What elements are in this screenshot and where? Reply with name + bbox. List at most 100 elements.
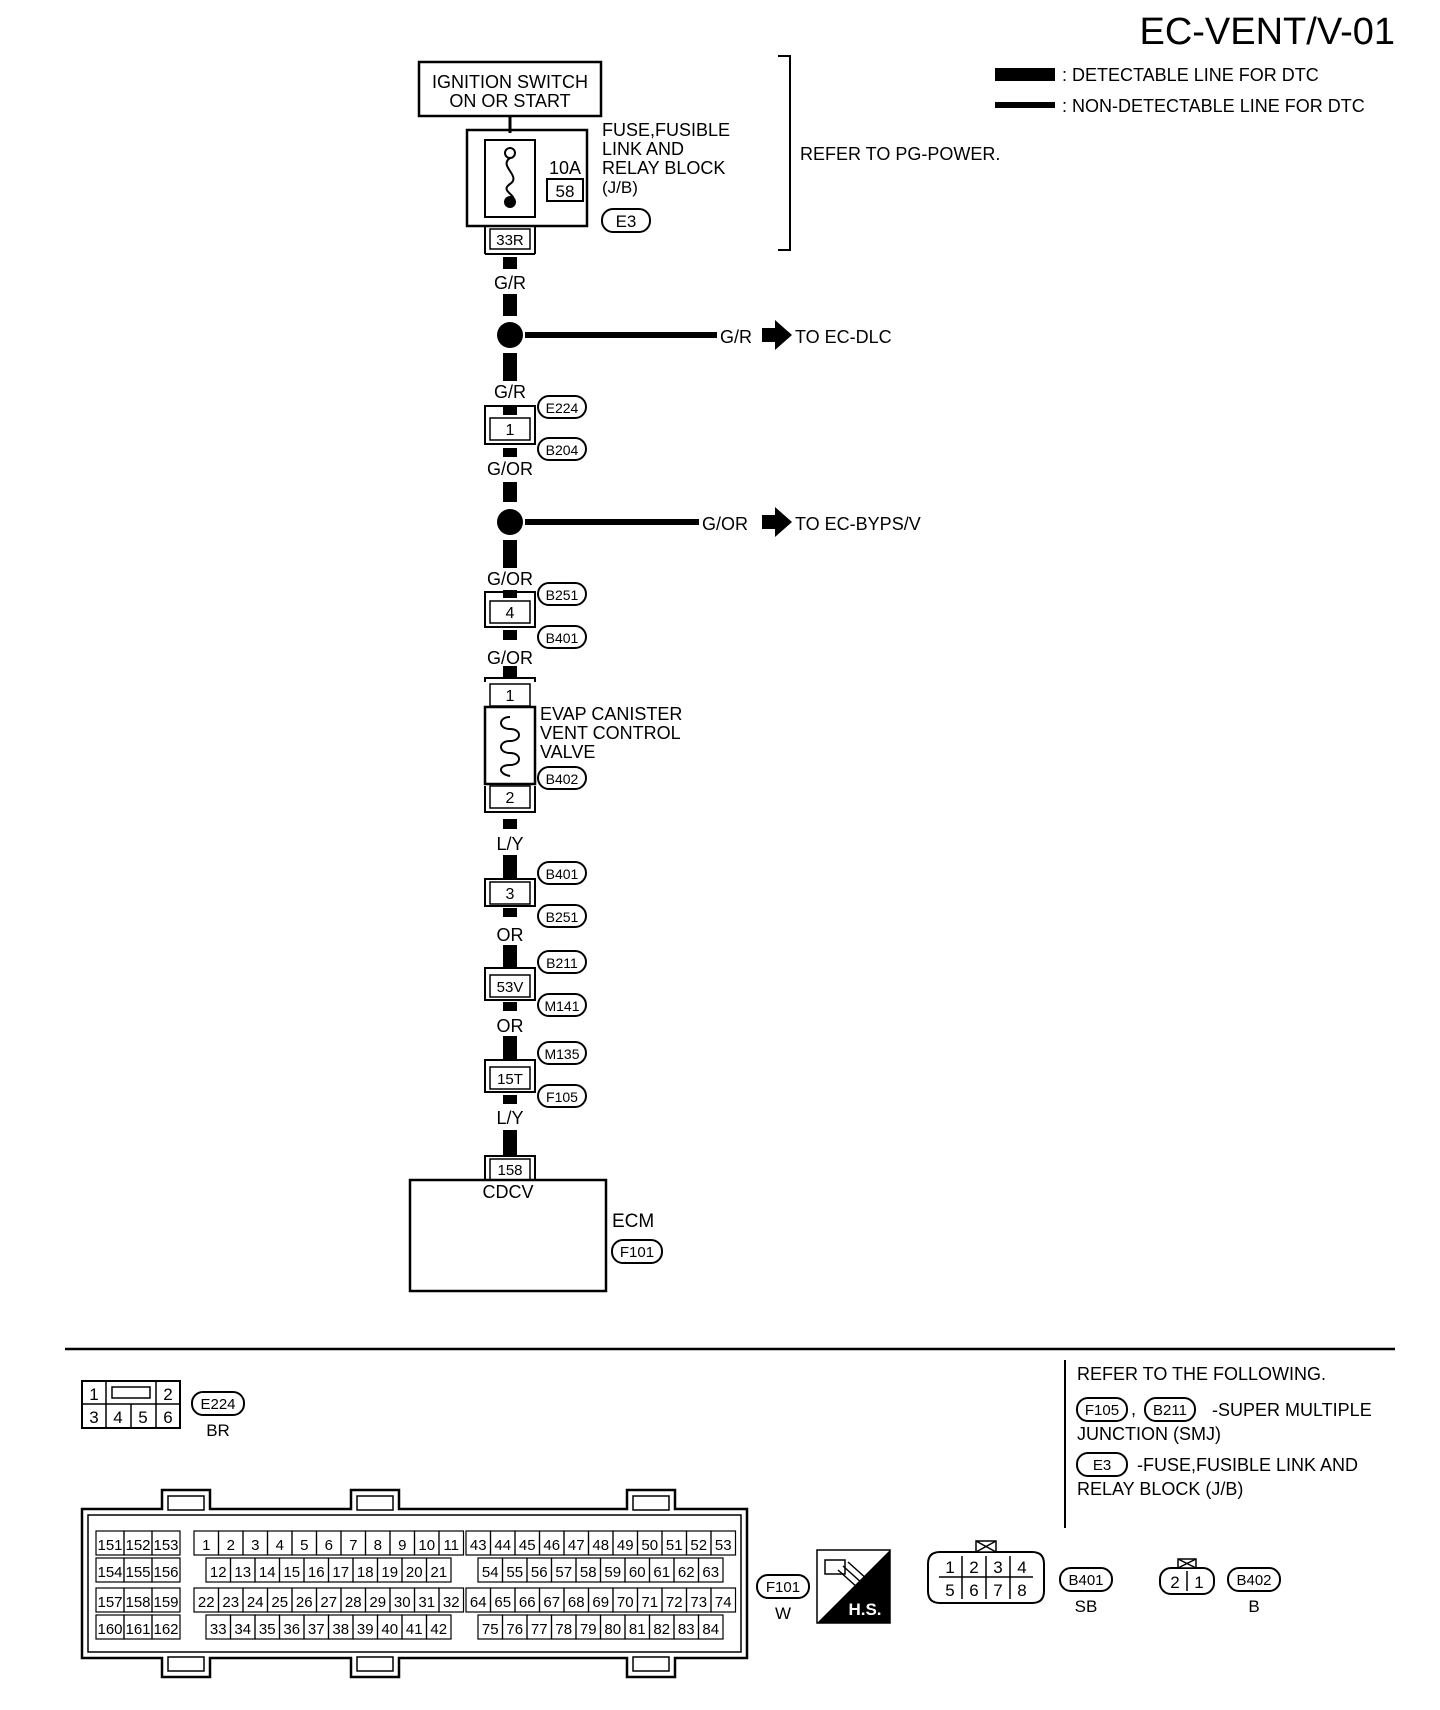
connector-tag-label: M135 — [544, 1046, 579, 1062]
pin-cell — [710, 1530, 737, 1556]
e224-pin: 6 — [163, 1408, 172, 1427]
inline-connector-pin: 1 — [506, 422, 515, 439]
refer-separator: , — [1131, 1399, 1136, 1419]
ecm-pin: 158 — [497, 1162, 522, 1179]
valve-pin-bottom: 2 — [506, 790, 515, 807]
pin-label: 16 — [308, 1564, 325, 1581]
pin-label: 14 — [259, 1564, 276, 1581]
wire-label-7: G/OR — [487, 648, 533, 668]
pin-label: 53 — [715, 1537, 732, 1554]
pin-label: 55 — [506, 1564, 523, 1581]
pin-cell — [697, 1557, 724, 1583]
pin-label: 84 — [702, 1621, 719, 1638]
pin-label: 24 — [247, 1594, 264, 1611]
valve-label-1: EVAP CANISTER — [540, 704, 682, 724]
splice-byps: G/OR TO EC-BYPS/V — [497, 507, 921, 537]
wire-label-4: G/OR — [487, 459, 533, 479]
wire-label-5: G/OR — [702, 514, 748, 534]
pin-label: 61 — [653, 1564, 670, 1581]
pin-label: 8 — [374, 1537, 382, 1554]
connector-tag-label: B204 — [546, 442, 579, 458]
pin-label: 36 — [283, 1621, 300, 1638]
b401-pin: 7 — [993, 1581, 1002, 1600]
pin-label: 160 — [97, 1621, 122, 1638]
pin-label: 74 — [715, 1594, 732, 1611]
connector-tag-label: F105 — [1085, 1402, 1119, 1419]
e224-pin: 3 — [89, 1408, 98, 1427]
splice-dlc: G/R TO EC-DLC — [497, 320, 892, 350]
pin-label: 18 — [357, 1564, 374, 1581]
wire-label-11: L/Y — [496, 1108, 523, 1128]
pin-label: 51 — [666, 1537, 683, 1554]
pin-label: 23 — [222, 1594, 239, 1611]
inline-connector-e224-b204: 1 E224 B204 — [484, 395, 587, 461]
inline-connector-b251-b401: 4 B251 B401 — [484, 582, 587, 649]
pin-label: 157 — [97, 1594, 122, 1611]
connector-tag — [1227, 1567, 1281, 1592]
pin-label: 41 — [406, 1621, 423, 1638]
pin-label: 39 — [357, 1621, 374, 1638]
connector-tag-label: B401 — [546, 866, 579, 882]
refer-jb-text-2: RELAY BLOCK (J/B) — [1077, 1479, 1243, 1499]
splice-byps-destination: TO EC-BYPS/V — [795, 514, 921, 534]
pin-label: 30 — [394, 1594, 411, 1611]
harness-side-icon: H.S. — [816, 1549, 891, 1624]
b401-pin: 8 — [1017, 1581, 1026, 1600]
valve-label-3: VALVE — [540, 742, 595, 762]
inline-connector-pin: 3 — [506, 886, 515, 903]
pin-cell — [151, 1530, 181, 1556]
legend-detectable-swatch — [995, 68, 1055, 81]
pin-label: 158 — [125, 1594, 150, 1611]
pin-label: 20 — [406, 1564, 423, 1581]
connector-tag-label: F105 — [546, 1089, 578, 1105]
fuse-connector-tag — [601, 208, 651, 233]
ignition-switch: IGNITION SWITCH ON OR START — [417, 60, 603, 118]
pin-label: 54 — [482, 1564, 499, 1581]
legend-non-detectable-label: : NON-DETECTABLE LINE FOR DTC — [1062, 96, 1365, 116]
wire-label-9: OR — [497, 925, 524, 945]
arrow-right-icon — [762, 320, 792, 350]
fuse-number: 58 — [556, 182, 575, 201]
pin-label: 11 — [443, 1537, 459, 1554]
e224-pin: 1 — [89, 1385, 98, 1404]
connector-tag-label: B211 — [546, 955, 578, 971]
f101-housing — [80, 1488, 749, 1679]
b402-pin: 1 — [1194, 1573, 1203, 1592]
pin-label: 154 — [97, 1564, 122, 1581]
connector-tag — [537, 625, 587, 649]
pin-label: 78 — [555, 1621, 572, 1638]
pin-label: 72 — [666, 1594, 683, 1611]
pin-label: 38 — [332, 1621, 349, 1638]
legend-detectable-label: : DETECTABLE LINE FOR DTC — [1062, 65, 1319, 85]
connector-tag — [537, 950, 587, 974]
pin-label: 60 — [629, 1564, 646, 1581]
fuse-terminal-top — [504, 147, 516, 159]
fuse-icon — [505, 157, 515, 203]
pin-label: 17 — [332, 1564, 349, 1581]
connector-tag — [611, 1239, 663, 1264]
pin-label: 29 — [369, 1594, 386, 1611]
pin-label: 25 — [271, 1594, 288, 1611]
inline-connector-pin: 4 — [506, 605, 515, 622]
terminal-33r-label: 33R — [496, 232, 524, 249]
connector-tag-label: B402 — [1236, 1572, 1271, 1589]
pin-label: 31 — [418, 1594, 435, 1611]
arrow-right-icon — [762, 507, 792, 537]
connector-tag-label: B401 — [546, 630, 579, 646]
pin-label: 46 — [543, 1537, 560, 1554]
pin-label: 22 — [198, 1594, 215, 1611]
pin-label: 35 — [259, 1621, 276, 1638]
connector-tag-label: B402 — [546, 771, 579, 787]
pin-label: 76 — [506, 1621, 523, 1638]
pin-label: 62 — [678, 1564, 695, 1581]
pin-cell — [425, 1614, 452, 1640]
refer-jb-text-1: -FUSE,FUSIBLE LINK AND — [1137, 1455, 1358, 1475]
pin-label: 58 — [580, 1564, 597, 1581]
wire-label-2: G/R — [720, 327, 752, 347]
connector-tag-label: F101 — [766, 1579, 800, 1596]
pin-label: 27 — [320, 1594, 337, 1611]
pin-label: 42 — [430, 1621, 447, 1638]
b401-pin: 1 — [945, 1558, 954, 1577]
inline-connector-pin: 15T — [497, 1071, 523, 1088]
